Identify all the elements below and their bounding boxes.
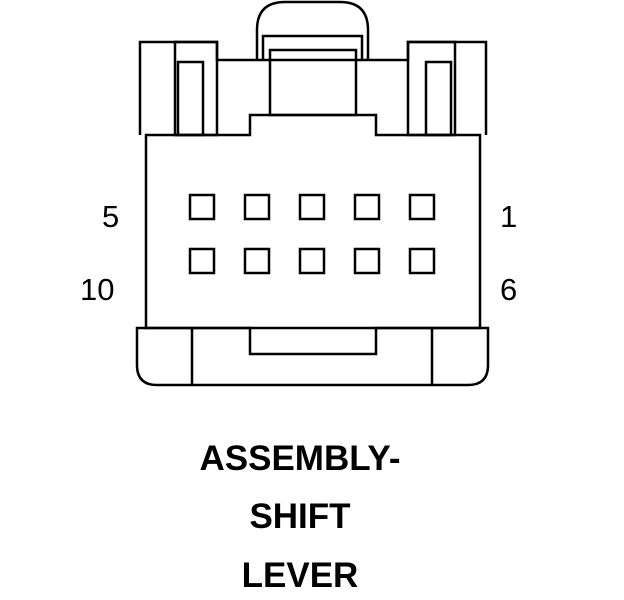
pin-cavity	[243, 247, 271, 275]
caption-line-1: ASSEMBLY-	[199, 439, 401, 478]
pin-cavity	[188, 193, 216, 221]
caption-line-2: SHIFT	[249, 497, 351, 536]
connector-bottom-base	[135, 326, 490, 387]
pin-cavity	[353, 247, 381, 275]
pin-cavity	[243, 193, 271, 221]
pin-cavity	[298, 193, 326, 221]
connector-left-tab-outer	[173, 40, 219, 137]
connector-left-tab-inner	[176, 60, 205, 137]
pin-label-1: 1	[500, 199, 518, 234]
pin-label-6: 6	[500, 272, 518, 307]
pin-cavity	[353, 193, 381, 221]
caption-line-3: LEVER	[241, 556, 359, 595]
pin-cavities	[188, 193, 436, 275]
connector-top-housing	[138, 40, 488, 135]
pin-cavity	[408, 193, 436, 221]
pin-label-10: 10	[80, 272, 115, 307]
connector-right-tab-inner	[424, 60, 453, 137]
connector-latch-inner	[261, 34, 364, 60]
connector-main-body	[144, 113, 482, 330]
pin-cavity	[188, 247, 216, 275]
connector-right-tab-outer	[406, 40, 457, 137]
pin-cavity	[408, 247, 436, 275]
connector-latch-dome	[255, 0, 370, 60]
pin-cavity	[298, 247, 326, 275]
pin-label-5: 5	[102, 199, 120, 234]
